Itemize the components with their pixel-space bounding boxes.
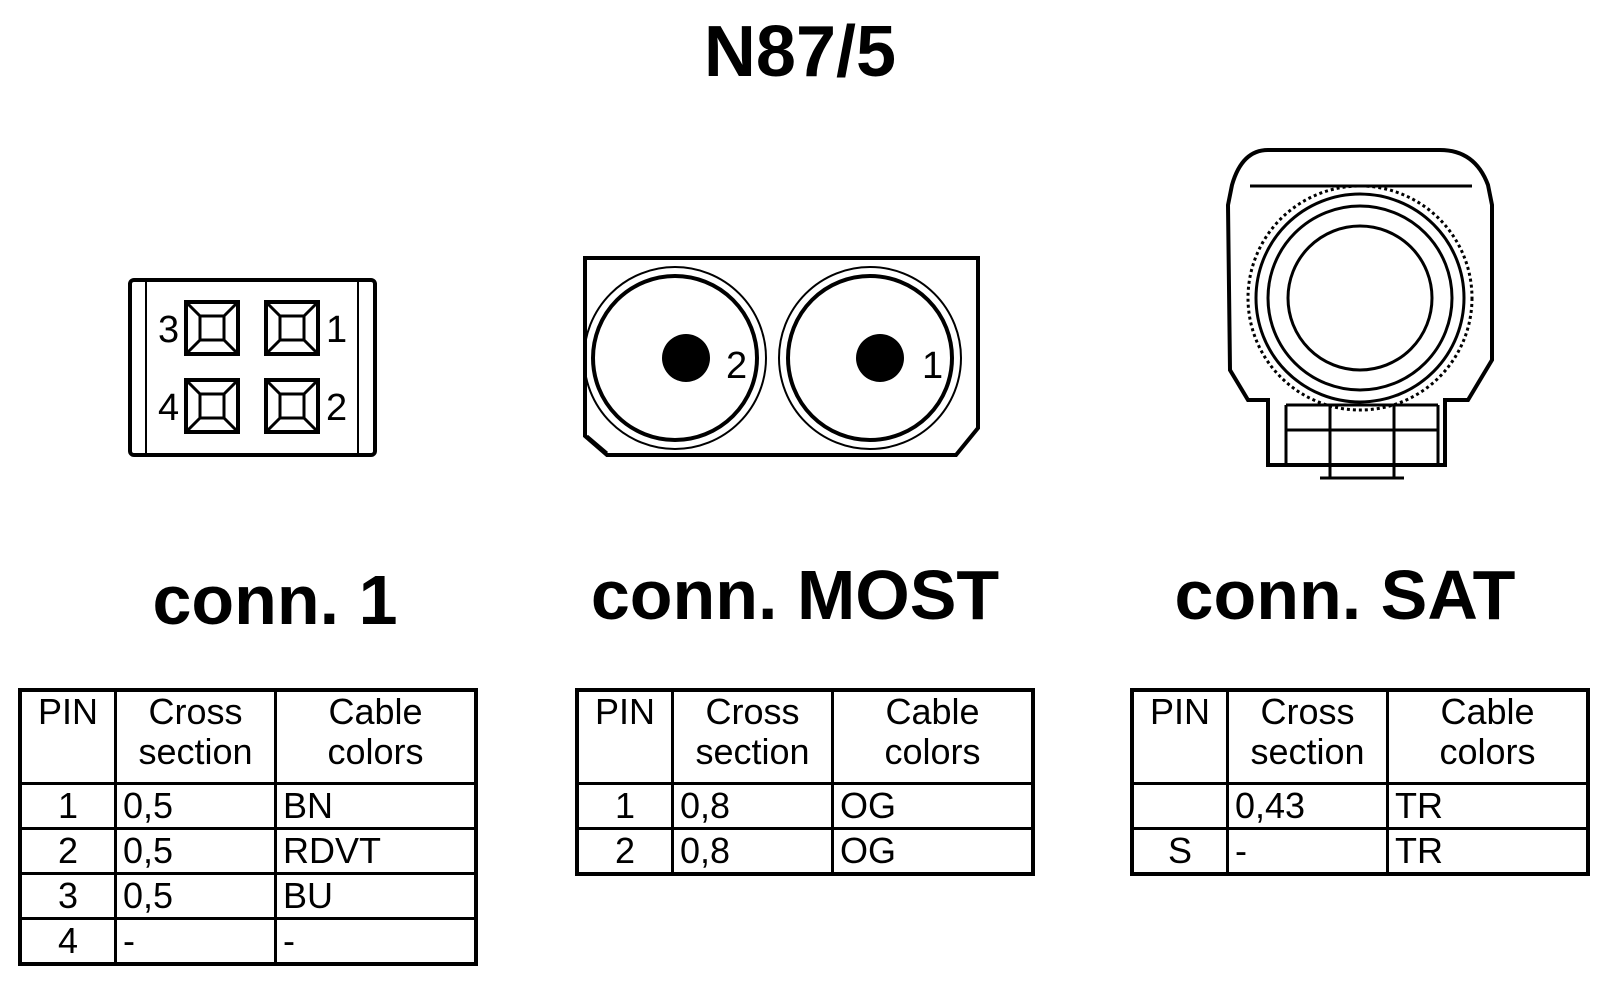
table-row: 1 0,8 OG [575,782,1035,830]
conn-1-title: conn. 1 [152,561,398,639]
cell-pin: 2 [575,827,674,876]
cell-pin [1130,782,1229,830]
table-row: 1 0,5 BN [18,782,478,830]
conn-most-pin-label-1: 1 [922,345,943,387]
header-cross-section: Cross section [1226,688,1389,785]
conn-most-pin-2-contact [662,334,710,382]
header-cross-section: Cross section [114,688,277,785]
table-row: 2 0,5 RDVT [18,827,478,875]
conn-sat-housing [1225,148,1494,480]
cell-cable-color: OG [831,782,1035,830]
table-row: 0,43 TR [1130,782,1590,830]
conn-sat-pin-table: PIN Cross section Cable colors 0,43 TR S… [1130,688,1590,876]
cell-cable-color: TR [1386,827,1590,876]
cell-cable-color: OG [831,827,1035,876]
header-pin: PIN [18,688,117,785]
cell-cross-section: 0,5 [114,872,277,920]
cell-pin: 4 [18,917,117,966]
conn-most-housing [583,256,980,457]
header-cross-section: Cross section [671,688,834,785]
conn-1-housing [128,278,377,457]
conn-1-pin-table: PIN Cross section Cable colors 1 0,5 BN … [18,688,478,966]
table-row: 2 0,8 OG [575,827,1035,876]
conn-1-pin-1-terminal [264,300,320,356]
conn-1-pin-4-terminal [184,378,240,434]
header-cable-colors: Cable colors [274,688,478,785]
header-pin: PIN [1130,688,1229,785]
table-header-row: PIN Cross section Cable colors [1130,688,1590,785]
conn-1-pin-label-4: 4 [158,387,179,429]
header-pin: PIN [575,688,674,785]
cell-cross-section: 0,8 [671,827,834,876]
cell-pin: 1 [18,782,117,830]
cell-cross-section: - [1226,827,1389,876]
cell-cross-section: 0,5 [114,782,277,830]
conn-most-port-2 [591,274,759,442]
cell-cable-color: BN [274,782,478,830]
header-cable-colors: Cable colors [831,688,1035,785]
conn-most-pin-table: PIN Cross section Cable colors 1 0,8 OG … [575,688,1035,876]
conn-most-pin-label-2: 2 [726,345,747,387]
conn-1-pin-label-1: 1 [326,309,347,351]
cell-cable-color: RDVT [274,827,478,875]
diagram-title: N87/5 [703,12,897,92]
cell-cable-color: BU [274,872,478,920]
cell-cable-color: TR [1386,782,1590,830]
cell-pin: 3 [18,872,117,920]
header-cable-colors: Cable colors [1386,688,1590,785]
conn-1-pin-2-terminal [264,378,320,434]
table-row: 4 - - [18,917,478,966]
cell-cross-section: - [114,917,277,966]
conn-most-port-1 [786,274,954,442]
cell-pin: S [1130,827,1229,876]
cell-cable-color: - [274,917,478,966]
table-row: S - TR [1130,827,1590,876]
conn-1-pin-label-3: 3 [158,309,179,351]
cell-pin: 1 [575,782,674,830]
table-header-row: PIN Cross section Cable colors [18,688,478,785]
table-header-row: PIN Cross section Cable colors [575,688,1035,785]
cell-cross-section: 0,8 [671,782,834,830]
table-row: 3 0,5 BU [18,872,478,920]
conn-1-pin-3-terminal [184,300,240,356]
cell-cross-section: 0,5 [114,827,277,875]
cell-pin: 2 [18,827,117,875]
conn-sat-title: conn. SAT [1174,556,1516,634]
conn-1-pin-label-2: 2 [326,387,347,429]
conn-most-title: conn. MOST [590,556,1000,634]
cell-cross-section: 0,43 [1226,782,1389,830]
conn-most-pin-1-contact [856,334,904,382]
